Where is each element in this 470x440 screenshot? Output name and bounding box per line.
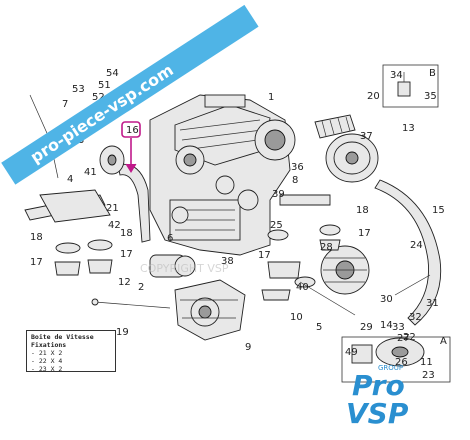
spec-subtitle: Fixations — [31, 341, 67, 349]
spec-title: Boite de Vitesse — [31, 333, 94, 341]
alternator — [320, 245, 370, 295]
label-49: 49 — [345, 347, 358, 358]
label-41: 41 — [84, 167, 97, 178]
label-4: 4 — [67, 174, 73, 185]
belt-13 — [374, 179, 442, 326]
rod-5 — [299, 281, 356, 316]
label-17b: 17 — [30, 257, 43, 268]
label-39: 39 — [272, 189, 285, 200]
label-29: 29 — [360, 322, 373, 333]
label-26: 26 — [395, 357, 408, 368]
label-40: 40 — [296, 282, 309, 293]
label-36: 36 — [291, 162, 304, 173]
label-8: 8 — [292, 175, 298, 186]
label-9: 9 — [245, 342, 251, 353]
label-20: 20 — [367, 91, 380, 102]
label-35: 35 — [424, 91, 437, 102]
gearbox — [174, 279, 246, 341]
label-17d: 17 — [358, 228, 371, 239]
label-7: 7 — [62, 99, 68, 110]
part-16-highlight: 16 — [121, 121, 141, 173]
copyright-watermark: COPYRIGHT VSP — [140, 262, 229, 275]
label-24: 24 — [410, 240, 423, 251]
label-34: 34 — [390, 70, 403, 81]
label-11: 11 — [420, 357, 433, 368]
label-25: 25 — [270, 220, 283, 231]
engine-block — [149, 94, 296, 256]
label-5: 5 — [316, 322, 322, 333]
label-1: 1 — [268, 92, 274, 103]
label-18a: 18 — [30, 232, 43, 243]
label-23: 23 — [422, 370, 435, 381]
label-21: 21 — [106, 203, 119, 214]
inset-b-letter: B — [429, 68, 436, 79]
spec-row: - 22 X 4 — [31, 357, 63, 365]
label-38: 38 — [221, 256, 234, 267]
label-13: 13 — [402, 123, 415, 134]
part-16-label: 16 — [126, 125, 139, 136]
spec-row: - 23 X 2 — [31, 365, 63, 373]
label-17a: 17 — [258, 250, 271, 261]
label-17c: 17 — [120, 249, 133, 260]
label-6: 6 — [167, 233, 173, 244]
spec-row: - 21 X 2 — [31, 349, 63, 357]
crank-pulley — [99, 145, 125, 175]
label-53: 53 — [72, 84, 85, 95]
label-33: 33 — [392, 322, 405, 333]
label-12: 12 — [118, 277, 131, 288]
label-10: 10 — [290, 312, 303, 323]
logo-tag: GROUP — [378, 364, 403, 372]
gearbox-fixation-box: Boite de Vitesse Fixations - 21 X 2 - 22… — [26, 330, 116, 373]
label-37: 37 — [360, 131, 373, 142]
label-19: 19 — [116, 327, 129, 338]
pulley-37 — [325, 133, 379, 183]
label-42: 42 — [108, 220, 121, 231]
label-31: 31 — [426, 298, 439, 309]
logo-line1: Pro — [352, 369, 405, 402]
label-14: 14 — [380, 320, 393, 331]
label-27: 27 — [397, 333, 410, 344]
label-2: 2 — [138, 282, 144, 293]
label-54: 54 — [106, 68, 119, 79]
label-18b: 18 — [120, 228, 133, 239]
inset-a-letter: A — [440, 336, 447, 347]
cable-19 — [94, 301, 171, 309]
label-52: 52 — [92, 92, 105, 103]
label-22: 22 — [403, 332, 416, 343]
label-51: 51 — [98, 80, 111, 91]
rod-31 — [394, 274, 431, 296]
label-15: 15 — [432, 205, 445, 216]
label-30: 30 — [380, 294, 393, 305]
inset-a — [341, 336, 451, 383]
label-32: 32 — [409, 312, 422, 323]
label-28: 28 — [320, 242, 333, 253]
label-18c: 18 — [356, 205, 369, 216]
engine-mounts — [54, 224, 341, 301]
bracket-8 — [279, 194, 331, 206]
provsp-logo: Pro VSP GROUP — [346, 364, 409, 430]
starter-motor — [149, 254, 196, 278]
inset-b — [382, 64, 439, 108]
logo-line2: VSP — [346, 397, 409, 430]
part-number-labels: 1 2 3 4 5 6 7 8 9 10 11 12 13 14 15 17 1… — [30, 68, 447, 381]
